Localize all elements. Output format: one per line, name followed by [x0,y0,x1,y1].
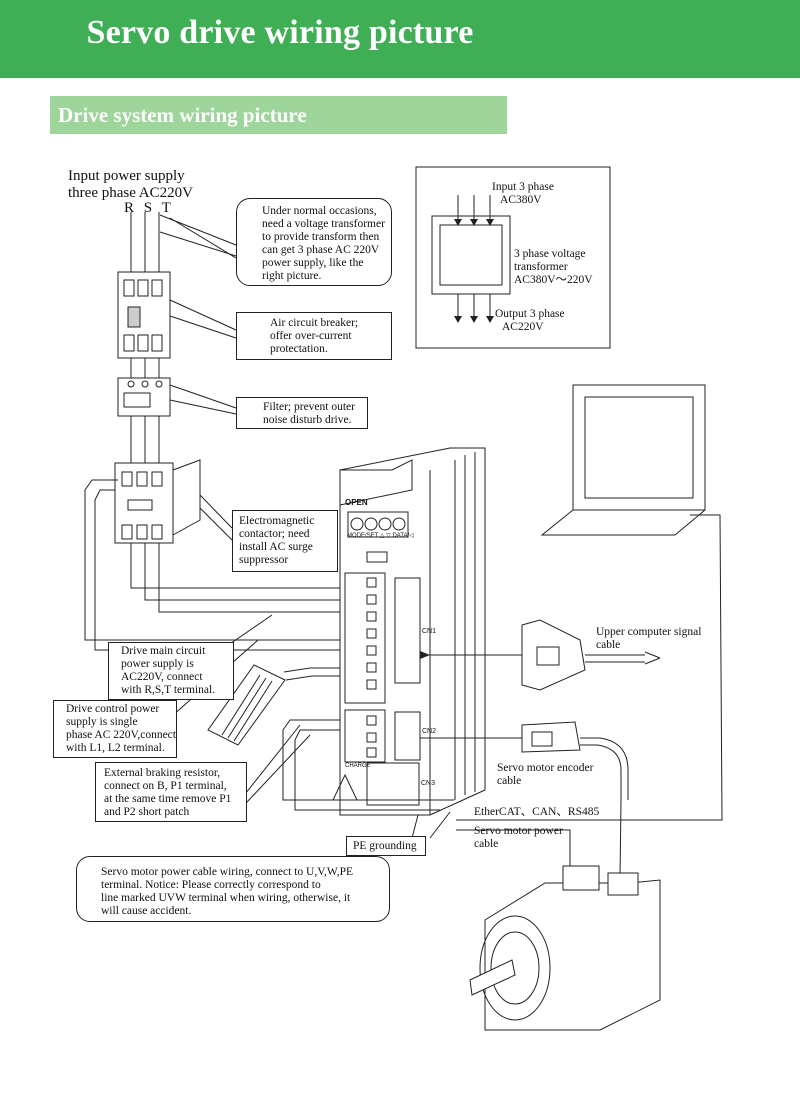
servo-motor [469,865,661,1031]
drive-keys-label: MODE/SET △ ▽ DATA/◁ [347,533,414,539]
drive-open-label: OPEN [345,498,368,507]
bus-label: EtherCAT、CAN、RS485 [474,806,600,818]
motor-power-label-2: cable [474,838,499,850]
callout-motor-cable: Servo motor power cable wiring, connect … [76,856,390,922]
cn2-label: CN2 [422,728,437,735]
callout-breaker: Air circuit breaker; offer over-current … [236,312,392,360]
noise-filter [117,377,171,417]
callout-main-circuit: Drive main circuit power supply is AC220… [108,642,234,700]
braking-resistor [207,664,286,746]
circuit-breaker [117,271,171,359]
input-power-line1: Input power supply [68,168,185,184]
cn1-label: CN1 [422,628,437,635]
section-title: Drive system wiring picture [58,103,307,127]
laptop [540,384,706,536]
charge-label: CHARGE [345,763,371,769]
transformer-output-1: Output 3 phase [495,308,565,320]
db-connector-cn1 [521,619,645,691]
motor-power-label-1: Servo motor power [474,825,563,837]
transformer-input-2: AC380V [500,194,542,206]
upper-computer-label-1: Upper computer signal [596,626,702,638]
callout-control-power: Drive control power supply is single pha… [53,700,177,758]
callout-contactor: Electromagnetic contactor; need install … [232,510,338,572]
transformer-output-2: AC220V [502,321,544,333]
rst-label: R S T [124,200,174,216]
transformer-name-2: transformer [514,261,568,273]
db-connector-cn2 [521,721,581,753]
input-power-line2: three phase AC220V [68,185,193,201]
title-banner: Servo drive wiring picture [0,0,800,78]
transformer-input-1: Input 3 phase [492,181,554,193]
callout-filter: Filter; prevent outer noise disturb driv… [236,397,368,429]
callout-transformer-note: Under normal occasions, need a voltage t… [236,198,392,286]
callout-braking: External braking resistor, connect on B,… [95,762,247,822]
callout-pe-grounding: PE grounding [346,836,426,856]
transformer-name-3: AC380V～220V [514,274,593,286]
encoder-label-2: cable [497,775,522,787]
encoder-label-1: Servo motor encoder [497,762,594,774]
section-banner: Drive system wiring picture [50,96,507,134]
transformer-name-1: 3 phase voltage [514,248,586,260]
upper-computer-label-2: cable [596,639,621,651]
page-title: Servo drive wiring picture [86,14,474,51]
cn3-label: CN3 [421,780,436,787]
magnetic-contactor [114,459,201,544]
